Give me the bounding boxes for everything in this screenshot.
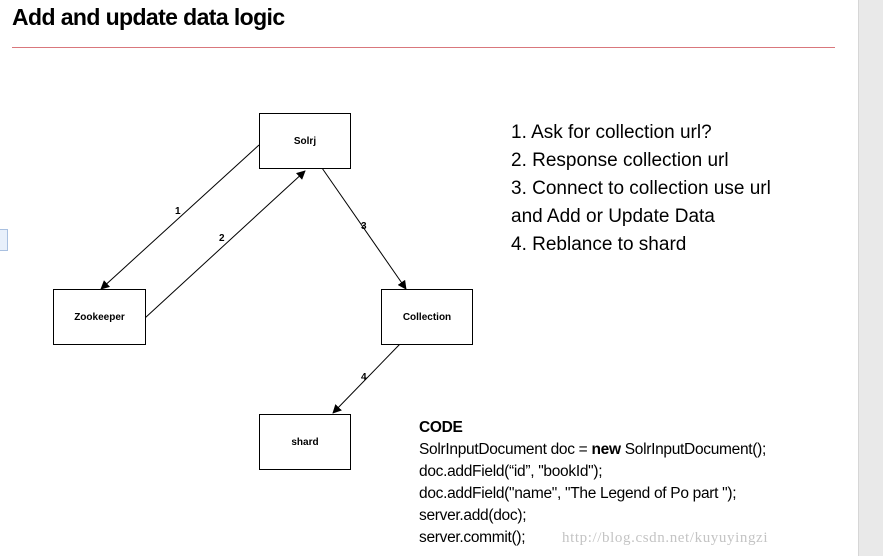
edge-4-label: 4	[361, 372, 367, 383]
code-text: SolrInputDocument doc =	[419, 441, 592, 458]
code-text: SolrInputDocument();	[620, 441, 767, 458]
code-block: CODE SolrInputDocument doc = new SolrInp…	[419, 417, 766, 549]
left-edge-tab[interactable]	[0, 229, 8, 251]
steps-list: 1. Ask for collection url? 2. Response c…	[511, 119, 771, 259]
right-scroll-panel[interactable]	[858, 0, 883, 556]
step-text: 2. Response collection url	[511, 150, 729, 171]
edge-2-arrow	[144, 170, 306, 319]
edge-4-arrow	[332, 343, 401, 414]
flow-diagram	[100, 144, 407, 414]
code-keyword: new	[591, 441, 621, 458]
collection-node: Collection	[381, 289, 473, 345]
watermark-text: http://blog.csdn.net/kuyuyingzi	[562, 530, 769, 546]
step-text: 1. Ask for collection url?	[511, 122, 712, 143]
edge-3-arrow	[321, 167, 407, 290]
edge-2-label: 2	[219, 233, 225, 244]
slide-title: Add and update data logic	[12, 4, 285, 30]
step-text: and Add or Update Data	[511, 206, 715, 227]
code-line: doc.addField("name", "The Legend of Po p…	[419, 485, 737, 502]
edge-1-label: 1	[175, 206, 181, 217]
zookeeper-node-label: Zookeeper	[74, 311, 125, 323]
code-heading: CODE	[419, 419, 463, 436]
code-line: server.commit();	[419, 529, 526, 546]
code-line: doc.addField(“id”, "bookId");	[419, 463, 603, 480]
solrj-node: Solrj	[259, 113, 351, 169]
slide: Add and update data logic Solrj Zookeepe…	[12, 4, 835, 549]
step-text: 3. Connect to collection use url	[511, 178, 771, 199]
shard-node-label: shard	[291, 436, 319, 448]
edge-1-arrow	[100, 144, 260, 290]
title-divider	[12, 47, 835, 48]
shard-node: shard	[259, 414, 351, 470]
step-text: 4. Reblance to shard	[511, 234, 687, 255]
code-line: server.add(doc);	[419, 507, 527, 524]
collection-node-label: Collection	[402, 311, 452, 323]
zookeeper-node: Zookeeper	[53, 289, 146, 345]
solrj-node-label: Solrj	[293, 135, 317, 147]
edge-3-label: 3	[361, 221, 367, 232]
code-line: SolrInputDocument doc = new SolrInputDoc…	[419, 439, 766, 461]
